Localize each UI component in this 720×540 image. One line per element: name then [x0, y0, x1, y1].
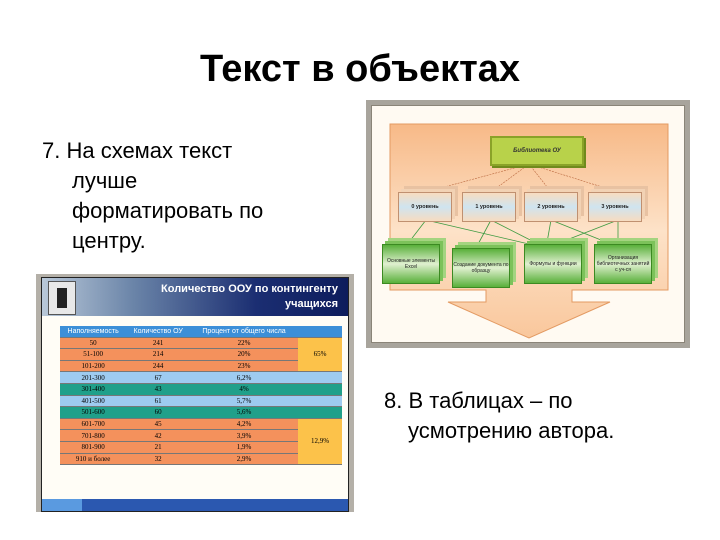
- point-8-line2: усмотрению автора.: [408, 418, 615, 443]
- table-cell-pct: 22%: [190, 337, 298, 350]
- group-total-cell: 65%: [298, 337, 342, 373]
- table-cell-pct: 4,2%: [190, 418, 298, 431]
- diagram-level-node: 2 уровень: [524, 192, 578, 222]
- group-empty-cell: [298, 406, 342, 419]
- diagram-leaf-node: Организация библиотечных занятий с уч-ся: [594, 244, 652, 284]
- header-cell: Процент от общего числа: [190, 326, 298, 338]
- table-cell-count: 241: [126, 337, 191, 350]
- point-7-line4: центру.: [72, 228, 146, 253]
- table-cell-pct: 6,2%: [190, 371, 298, 384]
- table-cell-count: 214: [126, 348, 191, 361]
- table-title-line2: учащихся: [284, 298, 338, 310]
- table-cell-count: 32: [126, 453, 191, 466]
- table-cell-count: 21: [126, 441, 191, 454]
- diagram-root-node: Библиотека ОУ: [490, 136, 584, 166]
- point-7-line2: лучше: [72, 168, 138, 193]
- diagram-leaf-node: Создание документа по образцу: [452, 248, 510, 288]
- table-cell-pct: 20%: [190, 348, 298, 361]
- table-cell-pct: 2,9%: [190, 453, 298, 466]
- diagram-level-node: 0 уровень: [398, 192, 452, 222]
- table-image-frame: Количество ООУ по контингенту учащихся Н…: [41, 277, 349, 512]
- table-cell-pct: 5,6%: [190, 406, 298, 419]
- table-cell-range: 401-500: [60, 395, 127, 408]
- header-cell: Наполняемость: [60, 326, 127, 338]
- coat-of-arms-icon: [48, 281, 76, 315]
- point-8-line1: 8. В таблицах – по: [384, 388, 573, 413]
- table-cell-count: 45: [126, 418, 191, 431]
- table-cell-pct: 3,9%: [190, 429, 298, 442]
- diagram-leaf-node: Формулы и функции: [524, 244, 582, 284]
- contingent-table: Наполняемость Количество ОУ Процент от о…: [60, 326, 342, 466]
- table-cell-count: 60: [126, 406, 191, 419]
- table-cell-range: 51-100: [60, 348, 127, 361]
- group-total-cell: 12,9%: [298, 418, 342, 466]
- point-8-text: 8. В таблицах – по усмотрению автора.: [384, 386, 704, 446]
- group-empty-cell: [298, 371, 342, 384]
- diagram-level-node: 1 уровень: [462, 192, 516, 222]
- table-cell-count: 67: [126, 371, 191, 384]
- table-cell-pct: 1,9%: [190, 441, 298, 454]
- header-cell: Количество ОУ: [126, 326, 191, 338]
- table-cell-count: 244: [126, 360, 191, 373]
- point-7-text: 7. На схемах текст лучше форматировать п…: [42, 136, 362, 256]
- table-cell-count: 61: [126, 395, 191, 408]
- table-cell-pct: 23%: [190, 360, 298, 373]
- header-cell: [298, 326, 342, 338]
- group-empty-cell: [298, 395, 342, 408]
- table-cell-range: 601-700: [60, 418, 127, 431]
- table-cell-range: 801-900: [60, 441, 127, 454]
- diagram-level-node: 3 уровень: [588, 192, 642, 222]
- table-cell-range: 50: [60, 337, 127, 350]
- table-header-row: Наполняемость Количество ОУ Процент от о…: [60, 326, 342, 338]
- table-cell-range: 701-800: [60, 429, 127, 442]
- point-7-line3: форматировать по: [72, 198, 264, 223]
- diagram-frame: Библиотека ОУ 0 уровень 1 уровень 2 уров…: [371, 105, 685, 343]
- table-cell-range: 301-400: [60, 383, 127, 396]
- table-title-line1: Количество ООУ по контингенту: [161, 283, 338, 295]
- table-cell-pct: 4%: [190, 383, 298, 396]
- table-cell-count: 43: [126, 383, 191, 396]
- group-empty-cell: [298, 383, 342, 396]
- table-footer-bar: [42, 499, 348, 511]
- table-cell-range: 101-200: [60, 360, 127, 373]
- table-cell-range: 501-600: [60, 406, 127, 419]
- table-banner-title: Количество ООУ по контингенту учащихся: [161, 282, 338, 312]
- table-cell-range: 201-300: [60, 371, 127, 384]
- diagram-leaf-node: Основные элементы Excel: [382, 244, 440, 284]
- point-7-line1: 7. На схемах текст: [42, 138, 233, 163]
- table-image: Количество ООУ по контингенту учащихся Н…: [36, 274, 354, 512]
- table-cell-pct: 5,7%: [190, 395, 298, 408]
- table-banner: Количество ООУ по контингенту учащихся: [42, 278, 348, 316]
- table-cell-count: 42: [126, 429, 191, 442]
- diagram-image: Библиотека ОУ 0 уровень 1 уровень 2 уров…: [366, 100, 690, 348]
- table-cell-range: 910 и более: [60, 453, 127, 466]
- slide-title: Текст в объектах: [199, 48, 521, 90]
